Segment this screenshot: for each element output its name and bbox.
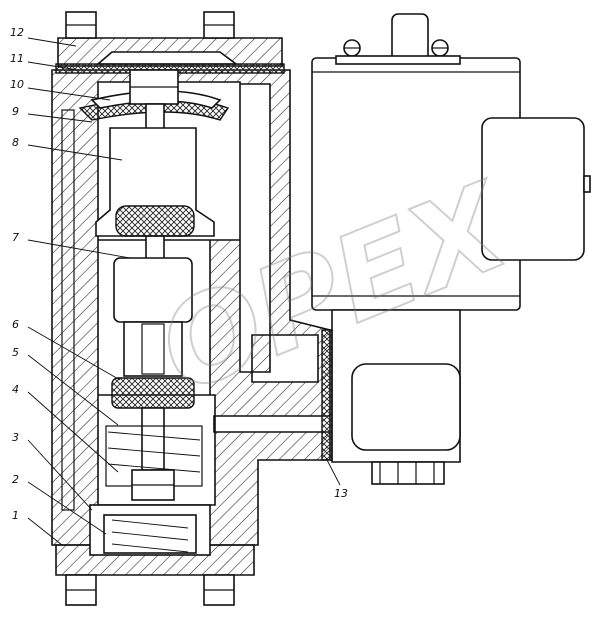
callout-12: 12 xyxy=(10,26,24,39)
callout-9: 9 xyxy=(12,105,19,118)
callout-4: 4 xyxy=(12,383,19,396)
callout-3: 3 xyxy=(12,431,19,444)
lower-valve xyxy=(105,257,203,553)
callout-6: 6 xyxy=(12,318,19,331)
callout-2: 2 xyxy=(12,473,19,486)
callout-13: 13 xyxy=(334,487,348,500)
callout-1: 1 xyxy=(12,509,19,522)
top-nuts xyxy=(65,11,235,39)
callout-10: 10 xyxy=(10,78,24,91)
bottom-nuts xyxy=(65,574,235,606)
leader-lines xyxy=(27,37,341,546)
solenoid xyxy=(311,13,591,485)
callout-8: 8 xyxy=(12,136,19,149)
bottom-cover xyxy=(55,504,255,576)
top-cover xyxy=(55,37,285,74)
callout-5: 5 xyxy=(12,346,19,359)
callout-11: 11 xyxy=(10,52,24,65)
callout-7: 7 xyxy=(12,231,19,244)
